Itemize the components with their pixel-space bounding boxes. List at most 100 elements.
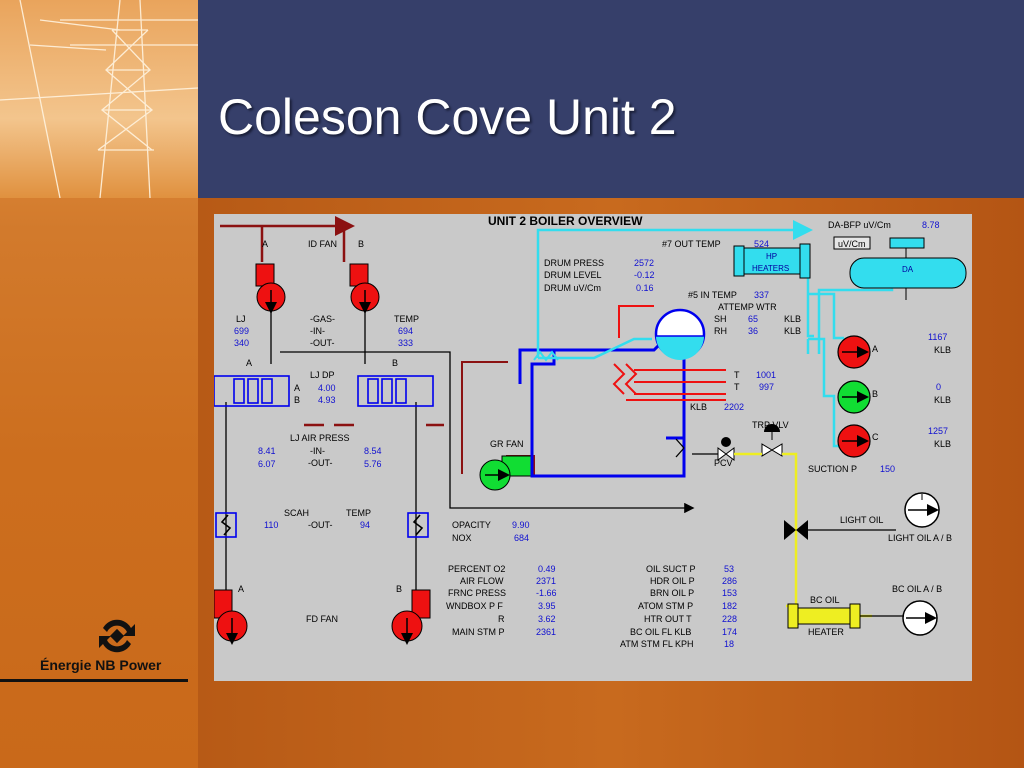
- lj-air-b-out: 5.76: [364, 459, 382, 469]
- trip-valve[interactable]: [761, 424, 783, 457]
- id-fan-label: ID FAN: [308, 239, 337, 249]
- table-row-label: ATOM STM P: [638, 601, 693, 611]
- fd-fan-a-label: A: [238, 584, 244, 594]
- table-row-label: WNDBOX P F: [446, 601, 503, 611]
- drum-press-value: 2572: [634, 258, 654, 268]
- attemp-rh-value: 36: [748, 326, 758, 336]
- lj-air-out-label: -OUT-: [308, 458, 333, 468]
- drum-level-label: DRUM LEVEL: [544, 270, 602, 280]
- id-fan-b-label: B: [358, 239, 364, 249]
- bfp-pump-a[interactable]: [837, 335, 871, 369]
- steam-drum: [654, 308, 706, 360]
- combustion-table: PERCENT O2 0.49 AIR FLOW 2371 FRNC PRESS…: [446, 564, 557, 637]
- lj-b-label: B: [392, 358, 398, 368]
- table-row-value: 286: [722, 576, 737, 586]
- lj-dp-a-value: 4.00: [318, 383, 336, 393]
- table-row-label: AIR FLOW: [460, 576, 504, 586]
- bfp-pump-b[interactable]: [837, 380, 871, 414]
- table-row-label: BRN OIL P: [650, 588, 694, 598]
- lj-a-label: A: [246, 358, 252, 368]
- nox-value: 684: [514, 533, 529, 543]
- bfp-c-value: 1257: [928, 426, 948, 436]
- da-tank: [849, 237, 967, 300]
- attemp-rh-label: RH: [714, 326, 727, 336]
- temp-out-value: 333: [398, 338, 413, 348]
- da-tank-label: DA: [902, 265, 914, 274]
- drum-press-label: DRUM PRESS: [544, 258, 604, 268]
- light-oil-valve[interactable]: [784, 520, 896, 540]
- bc-oil-heater: [787, 603, 904, 629]
- opacity-label: OPACITY: [452, 520, 491, 530]
- superheater-coils: [612, 305, 726, 401]
- table-row-value: 0.49: [538, 564, 556, 574]
- bfp-a-value: 1167: [928, 332, 947, 342]
- table-row-label: PERCENT O2: [448, 564, 505, 574]
- suction-p-label: SUCTION P: [808, 464, 857, 474]
- table-row-label: R: [498, 614, 505, 624]
- hp-heaters-line2: HEATERS: [752, 264, 789, 273]
- fuel-oil-table: OIL SUCT P 53 HDR OIL P 286 BRN OIL P 15…: [620, 564, 737, 649]
- attemp-sh-value: 65: [748, 314, 758, 324]
- out-temp7-value: 524: [754, 239, 769, 249]
- table-row-value: 174: [722, 627, 737, 637]
- lj-heater-b: [357, 375, 434, 407]
- fd-fan-b[interactable]: [391, 589, 431, 645]
- attemp-sh-unit: KLB: [784, 314, 801, 324]
- power-tower-photo: [0, 0, 198, 198]
- attemp-wtr-label: ATTEMP WTR: [718, 302, 777, 312]
- hp-heaters-line1: HP: [766, 252, 777, 261]
- logo-underline: [0, 679, 188, 682]
- suction-p-value: 150: [880, 464, 895, 474]
- klb-value: 2202: [724, 402, 744, 412]
- gr-fan[interactable]: [479, 455, 533, 491]
- lj-dp-a-label: A: [294, 383, 300, 393]
- light-oil-pump[interactable]: [904, 492, 940, 528]
- pcv-valve[interactable]: [717, 437, 735, 461]
- attemp-rh-unit: KLB: [784, 326, 801, 336]
- scah-temp-label: TEMP: [346, 508, 371, 518]
- in-temp5-label: #5 IN TEMP: [688, 290, 737, 300]
- uv-cm-box-label: uV/Cm: [838, 239, 866, 249]
- gas-label: -GAS-: [310, 314, 335, 324]
- da-bfp-value: 8.78: [922, 220, 940, 230]
- lj-label: LJ: [236, 314, 246, 324]
- nox-label: NOX: [452, 533, 472, 543]
- pcv-label: PCV: [714, 458, 733, 468]
- lj-heater-a: [214, 375, 290, 407]
- gas-in-label: -IN-: [310, 326, 325, 336]
- id-fan-b[interactable]: [349, 263, 380, 314]
- id-fan-a[interactable]: [255, 263, 286, 314]
- table-row-value: 18: [724, 639, 734, 649]
- bfp-b-unit: KLB: [934, 395, 951, 405]
- temp-in-value: 694: [398, 326, 413, 336]
- table-row-value: 2371: [536, 576, 556, 586]
- scah-b-value: 94: [360, 520, 370, 530]
- fd-fan-a[interactable]: [214, 589, 248, 645]
- diagram-title: UNIT 2 BOILER OVERVIEW: [488, 214, 643, 228]
- lj-air-a-out: 6.07: [258, 459, 276, 469]
- out-temp7-label: #7 OUT TEMP: [662, 239, 721, 249]
- gas-lines: [225, 311, 695, 592]
- drum-uv-label: DRUM uV/Cm: [544, 283, 601, 293]
- bfp-c-unit: KLB: [934, 439, 951, 449]
- table-row-label: ATM STM FL KPH: [620, 639, 694, 649]
- attemp-sh-label: SH: [714, 314, 727, 324]
- bfp-c-letter: C: [872, 432, 879, 442]
- table-row-value: 3.62: [538, 614, 556, 624]
- bc-oil-pump[interactable]: [902, 600, 938, 636]
- bc-oil-heater-label: HEATER: [808, 627, 844, 637]
- table-row-label: HTR OUT T: [644, 614, 692, 624]
- nb-power-logo: [99, 619, 135, 653]
- scah-b: [407, 512, 429, 538]
- opacity-value: 9.90: [512, 520, 530, 530]
- burner-manifold: [675, 438, 722, 458]
- drum-uv-value: 0.16: [636, 283, 654, 293]
- boiler-schematic: UNIT 2 BOILER OVERVIEW A ID FAN B LJ 699…: [214, 214, 967, 649]
- bfp-pump-c[interactable]: [837, 424, 871, 458]
- fd-fan-label: FD FAN: [306, 614, 338, 624]
- lj-dp-b-value: 4.93: [318, 395, 336, 405]
- table-row-label: MAIN STM P: [452, 627, 505, 637]
- table-row-value: -1.66: [536, 588, 557, 598]
- slide-header: [198, 0, 1024, 198]
- t2-label: T: [734, 382, 740, 392]
